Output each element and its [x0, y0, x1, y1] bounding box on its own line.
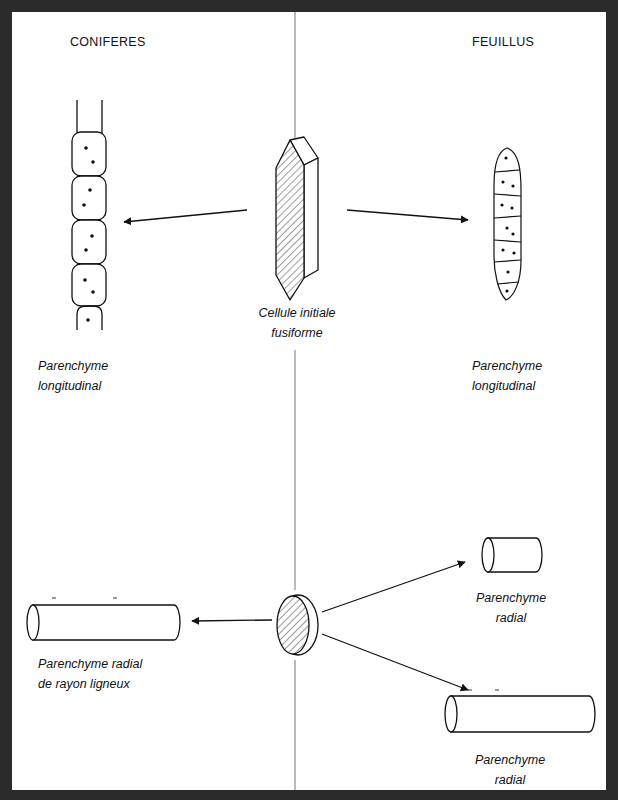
- figure-caption: Parenchyme radial: [466, 588, 556, 628]
- figure-label-group: Parenchyme longitudinal: [34, 98, 124, 396]
- arrow: [192, 562, 468, 690]
- parenchyma-strand: [494, 148, 521, 300]
- column-heading: CONIFERES: [70, 35, 146, 49]
- figure-label-group: Parenchyme radial de rayon ligneux: [24, 596, 186, 694]
- tick-mark: [52, 598, 499, 690]
- figure-caption: Parenchyme radial: [465, 750, 555, 790]
- ray-initial: [277, 595, 318, 655]
- figure-label-group: Parenchyme radial: [466, 532, 556, 628]
- figure-label-group: Parenchyme longitudinal: [468, 140, 564, 396]
- figure-caption: Parenchyme longitudinal: [38, 356, 122, 396]
- nucleus-dots: [500, 156, 515, 292]
- ray-cell: [27, 538, 595, 732]
- column-heading: FEUILLUS: [472, 35, 534, 49]
- nucleus-dots: [82, 146, 95, 322]
- divider-line: [295, 12, 296, 790]
- fusiform-initial: [276, 137, 318, 300]
- figure-caption: Parenchyme radial de rayon ligneux: [38, 654, 148, 694]
- page-ground: [12, 12, 606, 790]
- cell-chain: [72, 100, 106, 330]
- arrow-connector: [347, 210, 468, 220]
- figure-caption: Parenchyme longitudinal: [472, 356, 564, 396]
- figure-caption: Cellule initiale fusiforme: [247, 303, 347, 343]
- figure-label-group: Cellule initiale fusiforme: [247, 135, 347, 343]
- figure-label-group: Parenchyme radial: [440, 688, 600, 790]
- arrow-connector: [124, 210, 247, 222]
